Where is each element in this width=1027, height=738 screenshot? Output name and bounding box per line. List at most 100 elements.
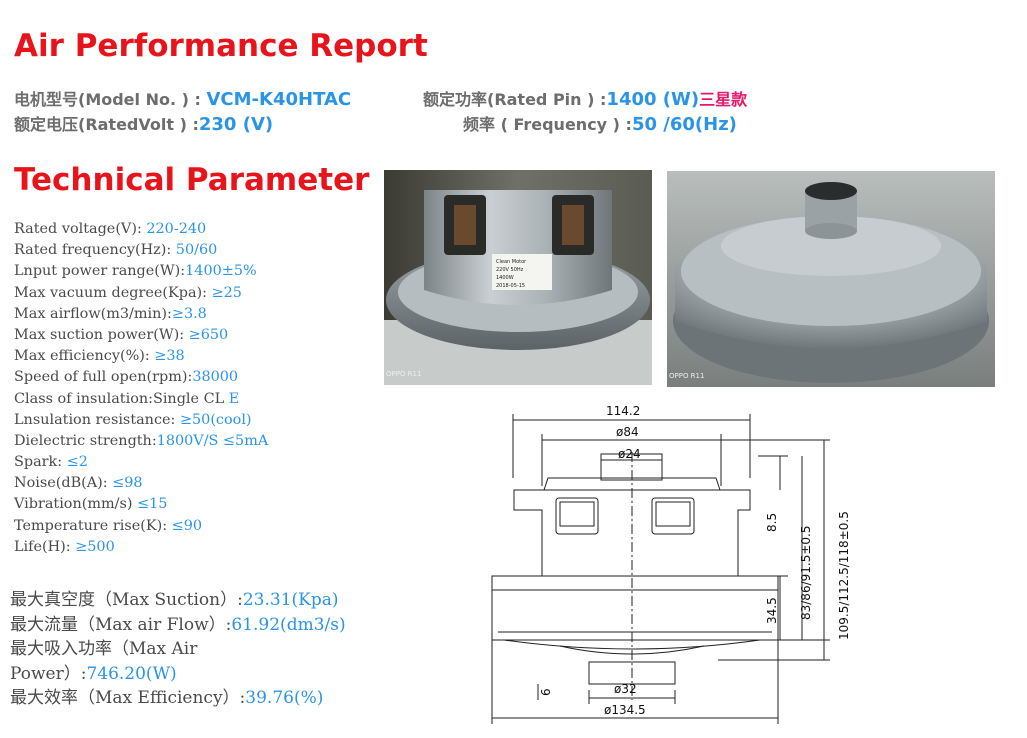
- param-row: Lnsulation resistance: ≥50(cool): [14, 410, 268, 431]
- param-row: Max airflow(m3/min):≥3.8: [14, 304, 268, 325]
- param-value: ≤90: [171, 517, 203, 534]
- param-label: Rated voltage(V):: [14, 221, 147, 237]
- param-value: 1800V/S ≤5mA: [156, 432, 269, 449]
- motor-label-line: 1400W: [496, 275, 514, 281]
- param-label: Max airflow(m3/min):: [14, 305, 172, 322]
- dim-dia-134: ø134.5: [604, 703, 646, 717]
- param-label: Max efficiency(%):: [14, 348, 155, 365]
- param-row: Spark: ≤2: [14, 452, 268, 473]
- model-label: 电机型号(Model No. ) :: [14, 90, 207, 109]
- max-row: 最大吸入功率（Max Air: [10, 637, 346, 662]
- motor-label-line: Clean Motor: [496, 259, 527, 265]
- dim-114: 114.2: [606, 404, 640, 418]
- max-label: 最大吸入功率（Max Air: [10, 639, 198, 660]
- dim-dia-84: ø84: [616, 425, 639, 439]
- dimension-drawing: 114.2 ø84 ø24 ø32 ø134.5 8.5 34.5 83/86/…: [491, 404, 851, 724]
- model-value: VCM-K40HTAC: [206, 89, 352, 110]
- photo-watermark: OPPO R11: [669, 372, 704, 380]
- param-label: Temperature rise(K):: [14, 517, 172, 534]
- model-line: 电机型号(Model No. ) : VCM-K40HTAC: [14, 86, 351, 110]
- param-value: ≥50(cool): [179, 411, 252, 428]
- power-label: 额定功率(Rated Pin ) :: [423, 90, 607, 109]
- max-value: 23.31(Kpa): [242, 590, 339, 610]
- max-value: 746.20(W): [86, 663, 177, 684]
- param-label: Vibration(mm/s): [14, 496, 138, 513]
- param-value: 1400±5%: [185, 263, 257, 280]
- dim-dia-32: ø32: [614, 682, 637, 696]
- param-row: Lnput power range(W):1400±5%: [14, 261, 268, 282]
- technical-drawing: 114.2 ø84 ø24 ø32 ø134.5 8.5 34.5 83/86/…: [468, 400, 868, 732]
- report-title: Air Performance Report: [14, 28, 428, 64]
- motor-photo-top: OPPO R11: [667, 171, 995, 387]
- dim-heights-b: 109.5/112.5/118±0.5: [837, 511, 851, 640]
- param-row: Class of insulation:Single CL E: [14, 389, 268, 410]
- param-value: ≥650: [188, 326, 229, 343]
- param-row: Max efficiency(%): ≥38: [14, 346, 268, 367]
- max-value: 61.92(dm3/s): [231, 614, 346, 635]
- param-value: ≤15: [137, 496, 168, 513]
- volt-line: 额定电压(RatedVolt ) :230 (V): [14, 111, 273, 135]
- param-value: 50/60: [175, 242, 218, 259]
- dim-6: 6: [539, 688, 553, 696]
- param-label: Dielectric strength:: [14, 432, 157, 449]
- param-row: Rated voltage(V): 220-240: [14, 219, 268, 240]
- power-note: 三星款: [699, 90, 748, 109]
- param-label: Lnput power range(W):: [14, 263, 186, 280]
- freq-label: 频率 ( Frequency ) :: [463, 115, 632, 134]
- param-row: Rated frequency(Hz): 50/60: [14, 240, 268, 261]
- power-value: 1400 (W): [606, 89, 700, 110]
- param-row: Dielectric strength:1800V/S ≤5mA: [14, 431, 268, 452]
- motor-side-illustration: Clean Motor 220V 50Hz 1400W 2018-05-15 O…: [384, 170, 652, 385]
- param-label: Life(H):: [14, 538, 76, 555]
- param-label: Max suction power(W):: [14, 326, 189, 343]
- photo-watermark: OPPO R11: [386, 370, 421, 378]
- max-value: 39.76(%): [245, 688, 324, 709]
- tech-title: Technical Parameter: [14, 162, 370, 198]
- param-value: 38000: [192, 369, 239, 386]
- param-value: ≤98: [112, 475, 143, 492]
- dim-heights-a: 83/86/91.5±0.5: [799, 526, 813, 620]
- param-label: Spark:: [14, 454, 67, 471]
- power-line: 额定功率(Rated Pin ) :1400 (W)三星款: [423, 86, 747, 110]
- param-row: Max vacuum degree(Kpa): ≥25: [14, 283, 268, 304]
- motor-label-line: 2018-05-15: [496, 283, 525, 289]
- param-label: Lnsulation resistance:: [14, 411, 180, 428]
- param-value: ≥25: [211, 284, 242, 301]
- param-row: Max suction power(W): ≥650: [14, 325, 268, 346]
- param-value: ≥500: [75, 538, 115, 555]
- volt-value: 230 (V): [198, 114, 274, 135]
- motor-label-line: 220V 50Hz: [496, 267, 524, 273]
- param-label: Rated frequency(Hz):: [14, 242, 176, 259]
- param-row: Vibration(mm/s) ≤15: [14, 494, 268, 515]
- param-value: ≥38: [154, 348, 185, 365]
- max-row: Power）:746.20(W): [10, 662, 346, 687]
- max-values-list: 最大真空度（Max Suction）:23.31(Kpa) 最大流量（Max a…: [10, 588, 346, 711]
- motor-top-illustration: OPPO R11: [667, 171, 995, 387]
- param-value: ≥3.8: [171, 305, 207, 322]
- max-label: 最大流量（Max air Flow）:: [10, 614, 232, 635]
- dim-8-5: 8.5: [765, 513, 779, 532]
- motor-photo-side: Clean Motor 220V 50Hz 1400W 2018-05-15 O…: [384, 170, 652, 385]
- max-row: 最大效率（Max Efficiency）:39.76(%): [10, 686, 346, 711]
- param-value: ≤2: [66, 454, 88, 471]
- dim-34-5: 34.5: [765, 597, 779, 624]
- freq-value: 50 /60(Hz): [631, 114, 737, 135]
- param-value: 220-240: [146, 221, 207, 237]
- max-label: 最大真空度（Max Suction）:: [10, 590, 243, 610]
- param-label: Class of insulation:Single CL: [14, 390, 229, 407]
- param-row: Temperature rise(K): ≤90: [14, 516, 268, 537]
- param-row: Life(H): ≥500: [14, 537, 268, 558]
- param-value: E: [228, 390, 240, 407]
- param-label: Max vacuum degree(Kpa):: [14, 284, 212, 301]
- param-label: Noise(dB(A):: [14, 475, 113, 492]
- dim-dia-24: ø24: [618, 447, 641, 461]
- freq-line: 频率 ( Frequency ) :50 /60(Hz): [463, 111, 737, 135]
- volt-label: 额定电压(RatedVolt ) :: [14, 115, 199, 134]
- max-row: 最大真空度（Max Suction）:23.31(Kpa): [10, 588, 346, 613]
- param-row: Noise(dB(A): ≤98: [14, 473, 268, 494]
- max-row: 最大流量（Max air Flow）:61.92(dm3/s): [10, 613, 346, 638]
- max-label: Power）:: [10, 663, 87, 684]
- param-list: Rated voltage(V): 220-240 Rated frequenc…: [14, 219, 268, 558]
- max-label: 最大效率（Max Efficiency）:: [10, 688, 246, 709]
- param-label: Speed of full open(rpm):: [14, 369, 193, 386]
